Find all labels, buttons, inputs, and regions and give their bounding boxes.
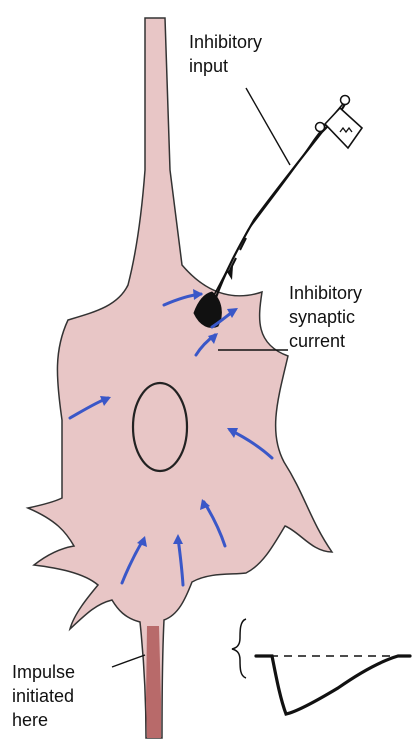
synaptic-current-line-3: current bbox=[289, 331, 345, 351]
impulse-line-2: initiated bbox=[12, 686, 74, 706]
impulse-line-3: here bbox=[12, 710, 48, 730]
scale-bracket bbox=[232, 619, 246, 678]
synaptic-current-line-1: Inhibitory bbox=[289, 283, 362, 303]
impulse-line-1: Impulse bbox=[12, 662, 75, 682]
inhibitory-input-line-1: Inhibitory bbox=[189, 32, 262, 52]
axon-initial-segment bbox=[146, 626, 161, 738]
stimulator-symbol bbox=[316, 96, 363, 149]
impulse-leader-line bbox=[112, 655, 145, 667]
ipsp-trace bbox=[256, 656, 410, 714]
synaptic-current-line-2: synaptic bbox=[289, 307, 355, 327]
impulse-direction-dashes bbox=[230, 238, 246, 270]
inhibitory-input-line-2: input bbox=[189, 56, 228, 76]
inhibitory-input-leader-line bbox=[246, 88, 290, 165]
inhibitory-input-label: Inhibitory input bbox=[189, 32, 267, 76]
impulse-initiated-here-label: Impulse initiated here bbox=[12, 662, 80, 730]
inhibitory-synaptic-current-label: Inhibitory synaptic current bbox=[289, 283, 367, 351]
neuron-cell-body bbox=[28, 18, 332, 738]
